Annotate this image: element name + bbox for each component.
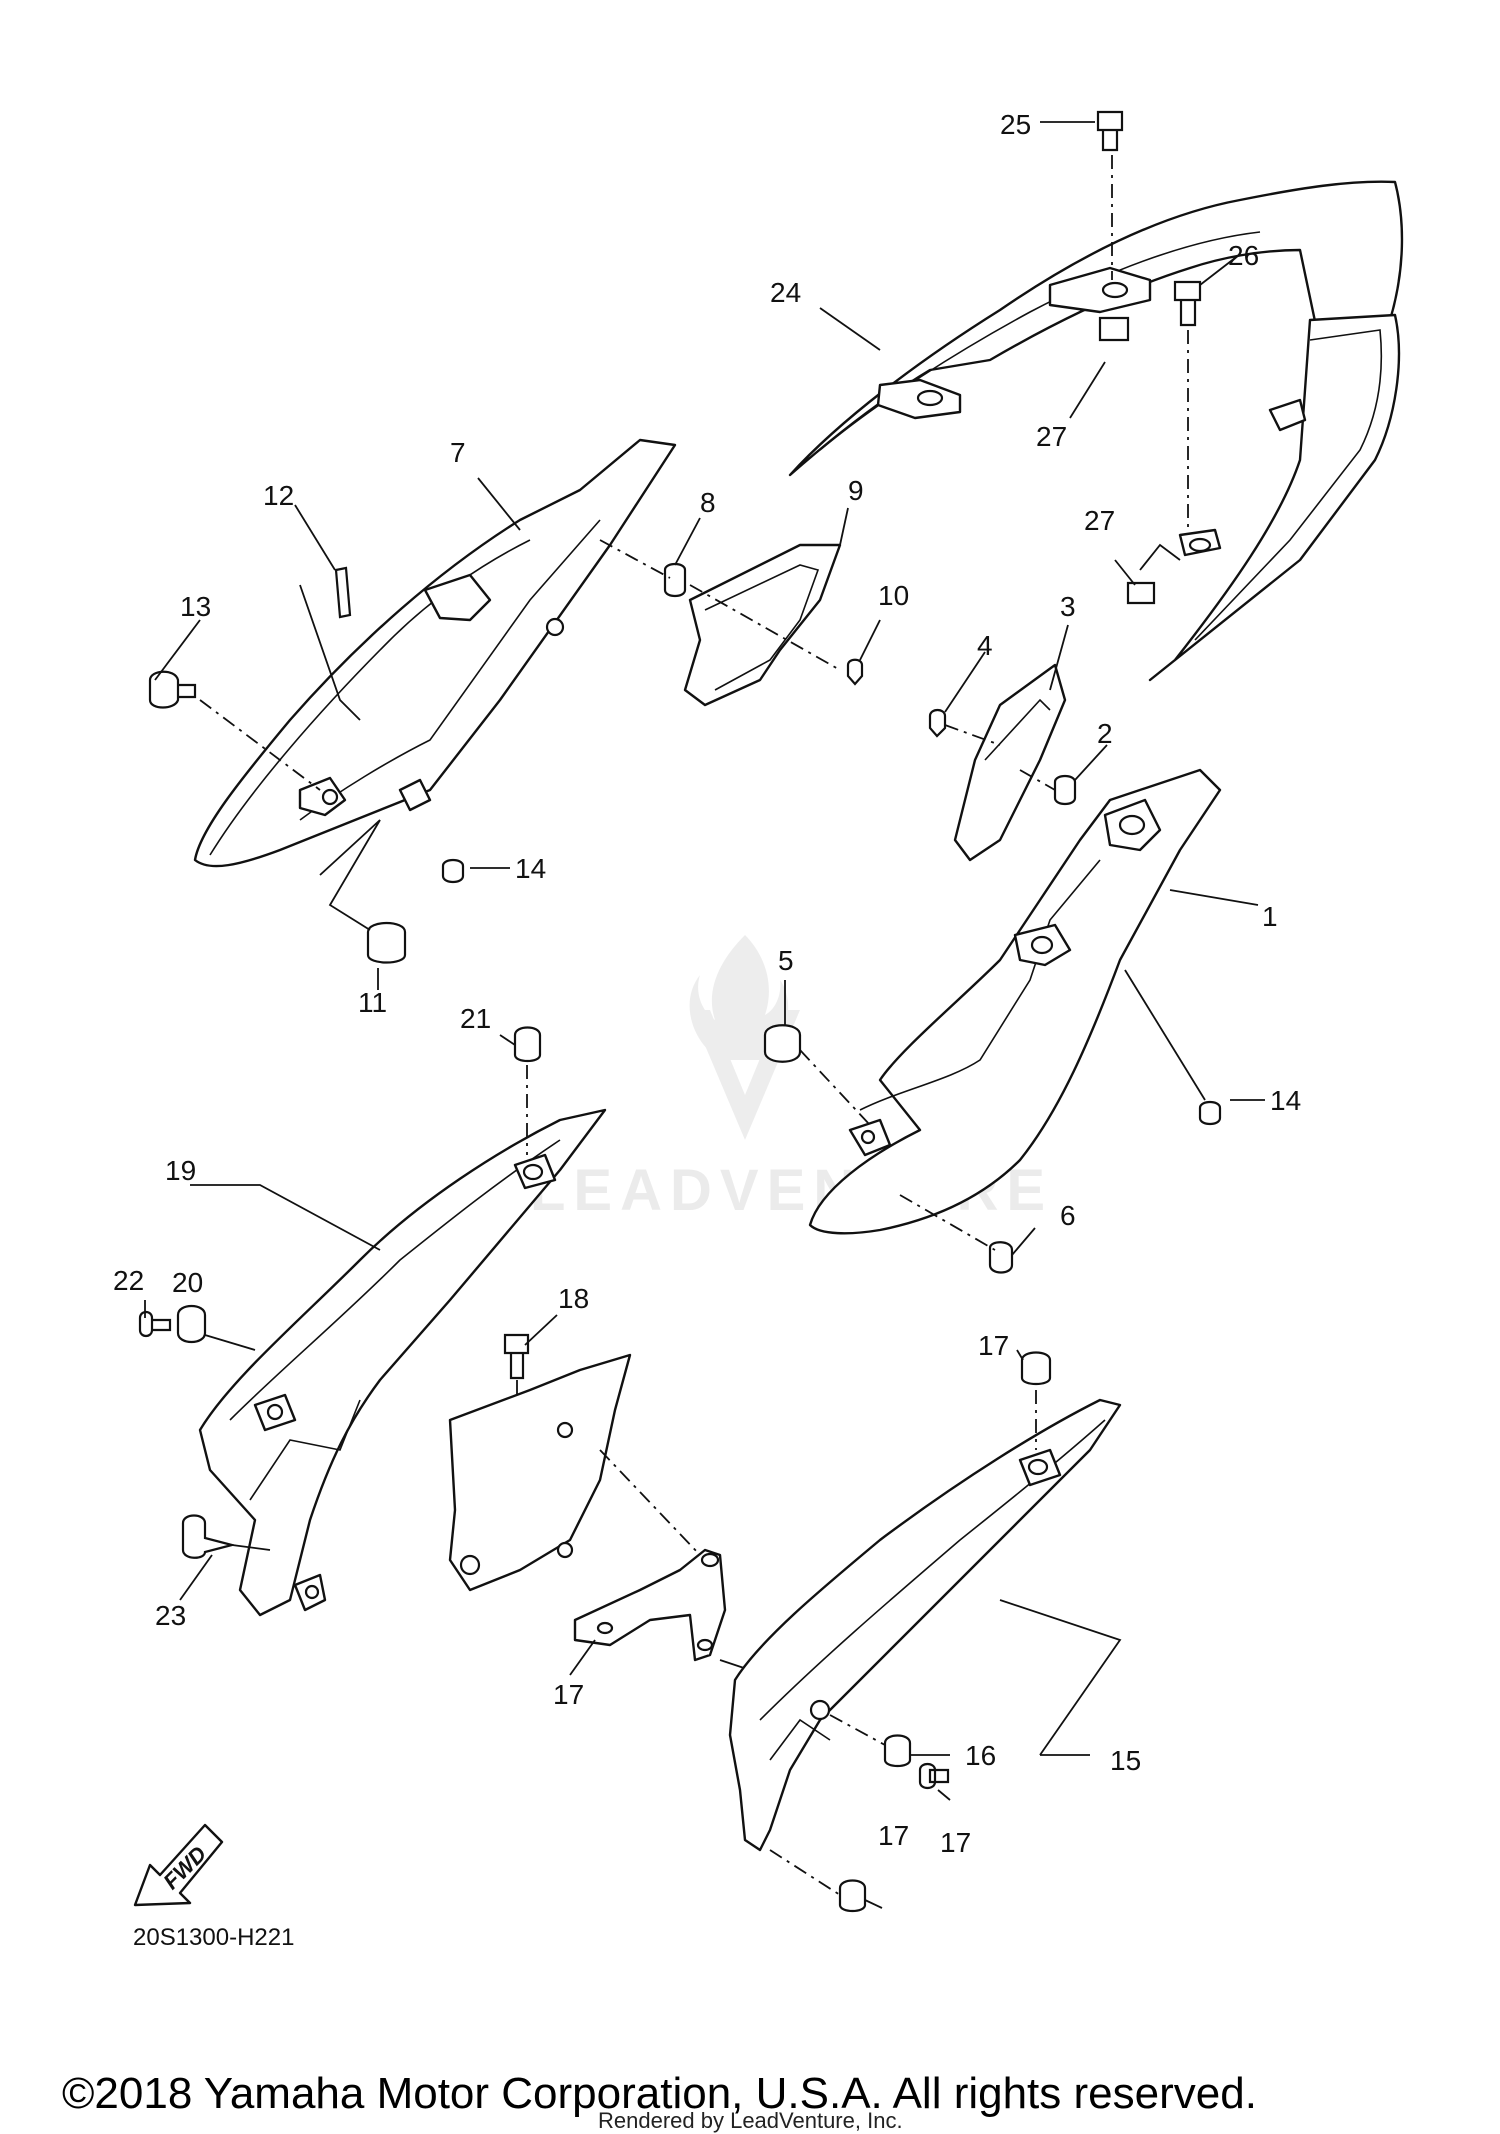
nut-14-left: [441, 858, 465, 884]
callout-13: 13: [180, 591, 211, 622]
callout-3: 3: [1060, 591, 1076, 622]
callout-7: 7: [450, 437, 466, 468]
leader-lines: [144, 121, 1265, 1909]
grommet-28-top: [1098, 316, 1130, 342]
grommet-5: [763, 1024, 802, 1063]
screw-4: [928, 708, 947, 738]
callout-6: 6: [1060, 1200, 1076, 1231]
grommet-23: [513, 1026, 542, 1063]
bolt-27-top: [1096, 110, 1124, 152]
callout-4: 4: [977, 630, 993, 661]
forward-arrow: FWD: [133, 1823, 224, 1907]
callout-26: 24: [770, 277, 801, 308]
callout-27a: 25: [1000, 109, 1031, 140]
callout-21: 19: [165, 1155, 196, 1186]
callout-17a: 17: [978, 1330, 1009, 1361]
fasteners-7: [148, 566, 465, 964]
part-3-bracket: [928, 663, 1077, 862]
grommet-11: [366, 921, 407, 964]
callout-11: 11: [358, 987, 387, 1018]
callout-1: 1: [1262, 901, 1278, 932]
callout-20: 18: [558, 1283, 589, 1314]
callout-14a: 14: [515, 853, 546, 884]
callout-28b: 27: [1084, 505, 1115, 536]
callouts: 25 26 24 27 27 7 12 13 8 9 10 3 4 2 1 14…: [113, 109, 1301, 1858]
callout-22: 20: [172, 1267, 203, 1298]
bolt-24: [138, 1310, 172, 1338]
collar-16: [883, 1734, 912, 1768]
callout-10: 10: [878, 580, 909, 611]
drawing-code: 20S1300-H221: [133, 1924, 294, 1951]
grommet-28-right: [1126, 581, 1156, 605]
part-19-bracket: [448, 1333, 751, 1671]
callout-8: 8: [700, 487, 716, 518]
callout-5: 5: [778, 945, 794, 976]
callout-17b: 17: [878, 1820, 909, 1851]
grommet-17-top: [1020, 1351, 1052, 1386]
fasteners-tail: [1096, 110, 1202, 605]
callout-18: 17: [940, 1827, 971, 1858]
callout-27b: 26: [1228, 240, 1259, 271]
grommet-17-bottom: [838, 1879, 867, 1913]
collar-22: [176, 1304, 207, 1344]
part-7-side-cover-left: [193, 438, 677, 868]
callout-23: 21: [460, 1003, 491, 1034]
callout-25: 23: [155, 1600, 186, 1631]
callout-9: 9: [848, 475, 864, 506]
callout-28a: 27: [1036, 421, 1067, 452]
callout-24: 22: [113, 1265, 144, 1296]
callout-12: 12: [263, 480, 294, 511]
part-1-side-cover-right: [763, 768, 1222, 1274]
part-21-front-cover-left: [138, 1026, 607, 1617]
bolt-13: [148, 670, 197, 709]
copyright: ©2018 Yamaha Motor Corporation, U.S.A. A…: [62, 2069, 1257, 2118]
clip-8: [663, 562, 687, 598]
part-26-tail-cover: [788, 180, 1404, 682]
bolt-27-right: [1173, 280, 1202, 327]
clip-2: [1053, 774, 1077, 806]
forward-arrow-icon: [133, 1823, 224, 1907]
callout-16: 16: [965, 1740, 996, 1771]
screw-25: [181, 1514, 237, 1559]
part-9-bracket: [599, 539, 864, 707]
bolt-6: [988, 1241, 1014, 1274]
part-15-front-cover-right: [728, 1351, 1122, 1913]
bolt-20: [503, 1333, 530, 1380]
nut-14-right: [1198, 1100, 1222, 1126]
callout-14b: 14: [1270, 1085, 1301, 1116]
rendered-by: Rendered by LeadVenture, Inc.: [598, 2108, 903, 2133]
callout-2: 2: [1097, 718, 1113, 749]
clip-12: [334, 566, 352, 619]
screw-10: [846, 658, 864, 686]
callout-19: 17: [553, 1679, 584, 1710]
bolt-18: [918, 1762, 950, 1790]
callout-15: 15: [1110, 1745, 1141, 1776]
